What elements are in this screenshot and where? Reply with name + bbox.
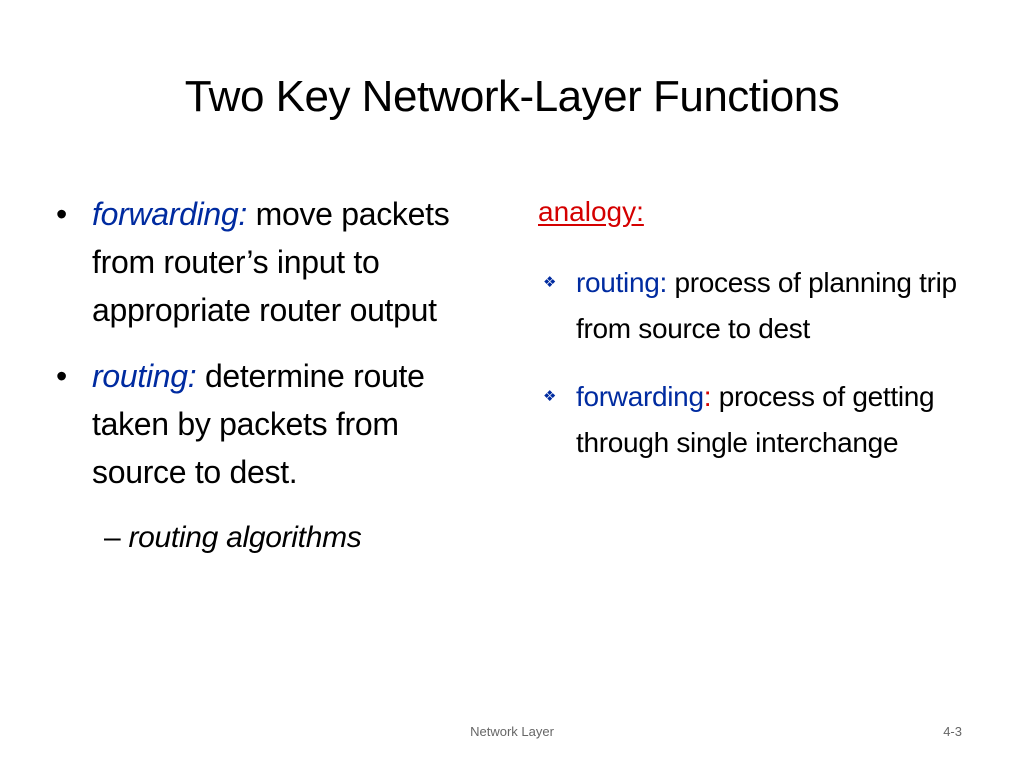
analogy-colon: : (703, 381, 712, 412)
bullet-routing: • routing: determine route taken by pack… (50, 352, 500, 496)
analogy-term: forwarding (576, 381, 704, 412)
analogy-term: routing: (576, 267, 667, 298)
bullet-forwarding: • forwarding: move packets from router’s… (50, 190, 500, 334)
footer-page-number: 4-3 (943, 724, 962, 739)
diamond-bullet-icon: ❖ (543, 274, 557, 291)
analogy-item-forwarding: ❖ forwarding: process of getting through… (538, 374, 1008, 466)
sub-bullet-text: routing algorithms (128, 521, 362, 554)
analogy-item-routing: ❖ routing: process of planning trip from… (538, 260, 1008, 352)
bullet-term: routing: (92, 358, 197, 394)
analogy-text: process of getting through single interc… (576, 381, 935, 458)
sub-bullet-routing-algorithms: – routing algorithms (50, 516, 500, 560)
bullet-dot-icon: • (56, 358, 67, 394)
bullet-text: determine route taken by packets from so… (92, 358, 425, 490)
footer-section-label: Network Layer (470, 724, 554, 739)
bullet-term: forwarding: (92, 196, 247, 232)
slide-title: Two Key Network-Layer Functions (184, 72, 840, 121)
diamond-bullet-icon: ❖ (543, 388, 557, 405)
bullet-text: move packets from router’s input to appr… (92, 196, 450, 328)
right-column: analogy: ❖ routing: process of planning … (538, 192, 1008, 466)
analogy-heading: analogy: (538, 196, 644, 227)
left-column: • forwarding: move packets from router’s… (50, 190, 500, 560)
sub-bullet-dash: – (104, 521, 121, 554)
bullet-dot-icon: • (56, 196, 67, 232)
analogy-text: process of planning trip from source to … (576, 267, 957, 344)
